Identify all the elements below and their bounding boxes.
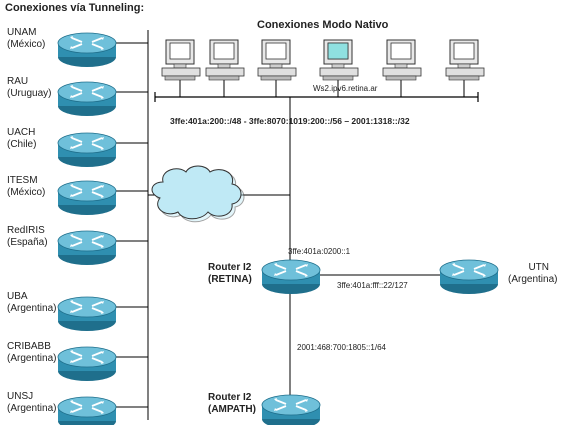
router-icon xyxy=(57,346,117,382)
tunnel-site-name: ITESM xyxy=(7,175,38,186)
native-prefix-line: 3ffe:401a:200::/48 - 3ffe:8070:1019:200:… xyxy=(170,116,410,126)
workstation-label: Ws2.ipv6.retina.ar xyxy=(313,84,378,93)
tunnel-site-label: UACH(Chile) xyxy=(7,127,36,151)
tunnel-site-country: (Uruguay) xyxy=(7,88,52,99)
ampath-router-name: Router I2 xyxy=(208,392,252,403)
router-icon xyxy=(57,396,117,425)
router-icon-ampath xyxy=(261,394,321,425)
workstation-icon xyxy=(257,39,297,81)
tunnel-site-label: UNSJ(Argentina) xyxy=(7,391,56,415)
tunnel-site-country: (México) xyxy=(7,187,46,198)
workstation-icon xyxy=(319,39,359,81)
tunnel-site-name: UNAM xyxy=(7,27,37,38)
workstation-icon xyxy=(161,39,201,81)
tunnel-site-label: RAU(Uruguay) xyxy=(7,76,51,100)
retina-router-name: Router I2 xyxy=(208,262,252,273)
router-icon xyxy=(57,296,117,332)
utn-country: (Argentina) xyxy=(508,274,558,285)
router-icon-retina xyxy=(261,259,321,295)
workstation-icon xyxy=(382,39,422,81)
tunnel-site-country: (Argentina) xyxy=(7,353,57,364)
tunnel-site-label: CRIBABB(Argentina) xyxy=(7,341,56,365)
tunnel-site-name: CRIBABB xyxy=(7,341,51,352)
router-icon xyxy=(57,180,117,216)
highlighted-screen xyxy=(327,42,349,60)
retina-router-label: Router I2 (RETINA) xyxy=(208,262,252,286)
tunnel-site-label: ITESM(México) xyxy=(7,175,45,199)
tunnel-site-country: (México) xyxy=(7,39,46,50)
router-icon xyxy=(57,81,117,117)
retina-ampath-link-label: 2001:468:700:1805::1/64 xyxy=(297,343,386,352)
tunnel-site-name: RAU xyxy=(7,76,29,87)
retina-address: 3ffe:401a:0200::1 xyxy=(288,247,351,256)
tunnel-site-country: (Argentina) xyxy=(7,303,57,314)
workstation-icon xyxy=(445,39,485,81)
utn-label: UTN (Argentina) xyxy=(508,262,557,286)
tunnel-site-name: UACH xyxy=(7,127,36,138)
tunnel-site-label: RedIRIS(España) xyxy=(7,225,48,249)
internet-cloud-icon xyxy=(151,165,245,223)
utn-name: UTN xyxy=(528,262,550,273)
tunnel-site-name: UNSJ xyxy=(7,391,34,402)
native-title: Conexiones Modo Nativo xyxy=(257,19,389,31)
retina-router-network: (RETINA) xyxy=(208,274,252,285)
tunnel-site-label: UBA(Argentina) xyxy=(7,291,56,315)
workstation-icon xyxy=(205,39,245,81)
retina-utn-link-label: 3ffe:401a:fff::22/127 xyxy=(337,281,408,290)
tunnel-site-label: UNAM(México) xyxy=(7,27,45,51)
tunnel-site-country: (Chile) xyxy=(7,139,37,150)
tunneling-title: Conexiones vía Tunneling: xyxy=(5,2,145,14)
router-icon xyxy=(57,32,117,68)
ampath-router-label: Router I2 (AMPATH) xyxy=(208,392,256,416)
router-icon xyxy=(57,230,117,266)
workstation-group xyxy=(161,39,485,97)
ampath-router-network: (AMPATH) xyxy=(208,404,256,415)
tunnel-site-country: (Argentina) xyxy=(7,403,57,414)
tunnel-site-country: (España) xyxy=(7,237,48,248)
tunnel-site-name: RedIRIS xyxy=(7,225,45,236)
tunnel-router-group xyxy=(57,32,148,425)
tunnel-site-name: UBA xyxy=(7,291,28,302)
router-icon xyxy=(57,132,117,168)
router-icon-utn xyxy=(439,259,499,295)
